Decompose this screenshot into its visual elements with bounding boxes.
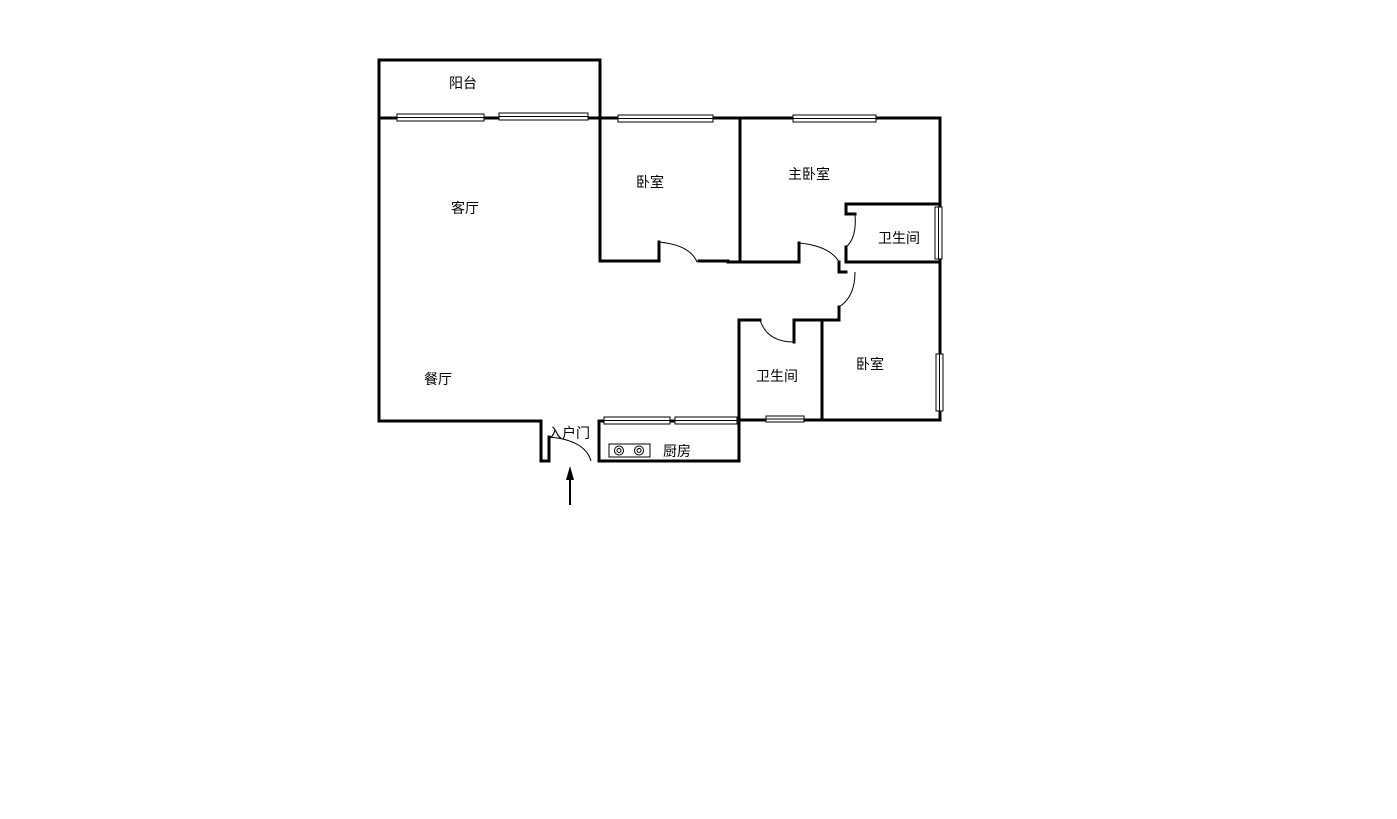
room-labels: 阳台 客厅 卧室 主卧室 卫生间 卫生间 卧室 餐厅 厨房 入户门 — [424, 76, 920, 460]
balcony-wall — [377, 58, 602, 120]
door-master — [798, 242, 840, 263]
label-living-room: 客厅 — [451, 200, 479, 217]
door-bath2 — [759, 319, 795, 343]
door-bedroom1 — [658, 241, 698, 263]
door-entrance — [548, 436, 592, 462]
door-ensuite — [845, 213, 856, 248]
label-master-bedroom: 主卧室 — [788, 166, 830, 183]
label-bedroom-2: 卧室 — [856, 356, 884, 373]
ensuite-wall — [844, 202, 942, 216]
label-kitchen: 厨房 — [663, 444, 691, 460]
label-bathroom-1: 卫生间 — [878, 231, 920, 247]
stove-icon — [608, 443, 651, 458]
door-bedroom2 — [838, 271, 856, 308]
entrance-arrow-icon — [566, 466, 574, 505]
label-bedroom-1: 卧室 — [636, 174, 664, 191]
label-dining-room: 餐厅 — [424, 372, 452, 388]
label-entrance: 入户门 — [548, 425, 590, 442]
doors — [548, 213, 856, 462]
label-balcony: 阳台 — [449, 76, 477, 92]
label-bathroom-2: 卫生间 — [756, 369, 798, 385]
windows — [396, 112, 944, 425]
